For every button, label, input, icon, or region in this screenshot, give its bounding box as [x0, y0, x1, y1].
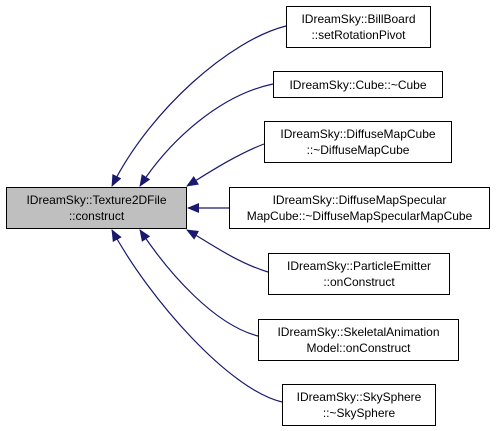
node-line: ::onConstruct	[323, 275, 395, 289]
node-line: ::~DiffuseMapCube	[306, 143, 410, 157]
node-line: IDreamSky::Cube::~Cube	[289, 77, 427, 92]
node-skeletalanimationmodel-onconstruct[interactable]: IDreamSky::SkeletalAnimation Model::onCo…	[258, 319, 459, 361]
node-billboard-setrotationpivot[interactable]: IDreamSky::BillBoard ::setRotationPivot	[286, 6, 431, 48]
edge-cube-to-root	[139, 83, 274, 187]
node-skysphere-destructor[interactable]: IDreamSky::SkySphere ::~SkySphere	[282, 384, 436, 426]
node-particleemitter-onconstruct[interactable]: IDreamSky::ParticleEmitter ::onConstruct	[268, 253, 450, 295]
node-texture2dfile-construct[interactable]: IDreamSky::Texture2DFile ::construct	[6, 187, 187, 229]
node-line: ::construct	[68, 209, 125, 223]
node-line: IDreamSky::DiffuseMapCube	[280, 127, 436, 141]
node-diffusemapspecularmapcube-destructor[interactable]: IDreamSky::DiffuseMapSpecular MapCube::~…	[229, 187, 490, 229]
node-line: IDreamSky::SkeletalAnimation	[277, 325, 440, 339]
node-line: ::~SkySphere	[322, 406, 396, 420]
node-line: IDreamSky::SkySphere	[296, 390, 422, 404]
node-line: ::setRotationPivot	[311, 28, 406, 42]
node-line: MapCube::~DiffuseMapSpecularMapCube	[246, 209, 473, 223]
node-line: IDreamSky::BillBoard	[301, 12, 416, 26]
node-line: Model::onConstruct	[306, 341, 411, 355]
edge-skeletalanimation-to-root	[139, 229, 259, 337]
node-line: IDreamSky::ParticleEmitter	[286, 259, 432, 273]
edge-diffusemapcube-to-root	[186, 143, 265, 187]
node-diffusemapcube-destructor[interactable]: IDreamSky::DiffuseMapCube ::~DiffuseMapC…	[264, 121, 452, 163]
node-line: IDreamSky::DiffuseMapSpecular	[272, 193, 447, 207]
node-line: IDreamSky::Texture2DFile	[26, 193, 167, 207]
node-cube-destructor[interactable]: IDreamSky::Cube::~Cube	[273, 71, 443, 98]
edge-billboard-to-root	[111, 25, 287, 187]
edge-particleemitter-to-root	[186, 229, 269, 273]
edge-skysphere-to-root	[111, 229, 283, 403]
